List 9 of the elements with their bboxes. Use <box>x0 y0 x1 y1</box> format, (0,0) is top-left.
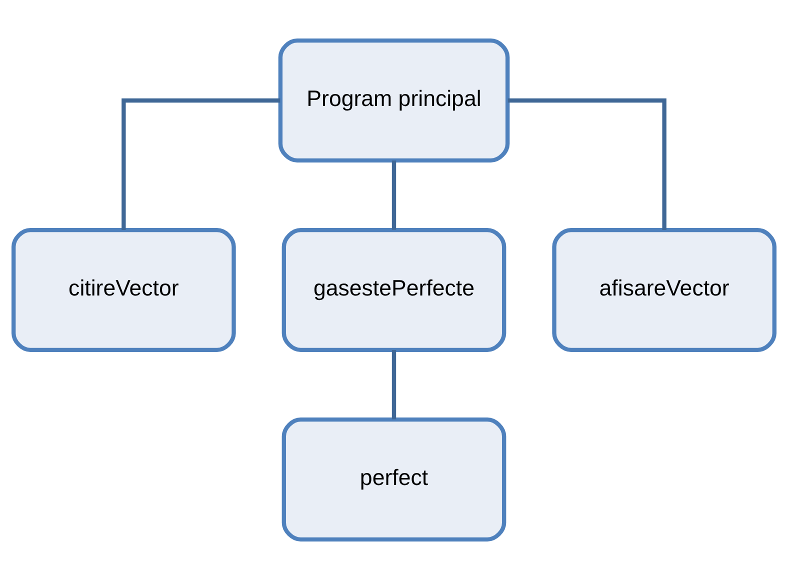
connector <box>392 350 396 420</box>
node-box: Program principal <box>278 38 510 162</box>
connector <box>508 98 666 230</box>
connector <box>122 98 280 230</box>
node-box: afisareVector <box>552 228 776 352</box>
node-box: citireVector <box>12 228 236 352</box>
connector <box>392 160 396 230</box>
node-box: gasestePerfecte <box>282 228 506 352</box>
node-box: perfect <box>282 418 506 542</box>
